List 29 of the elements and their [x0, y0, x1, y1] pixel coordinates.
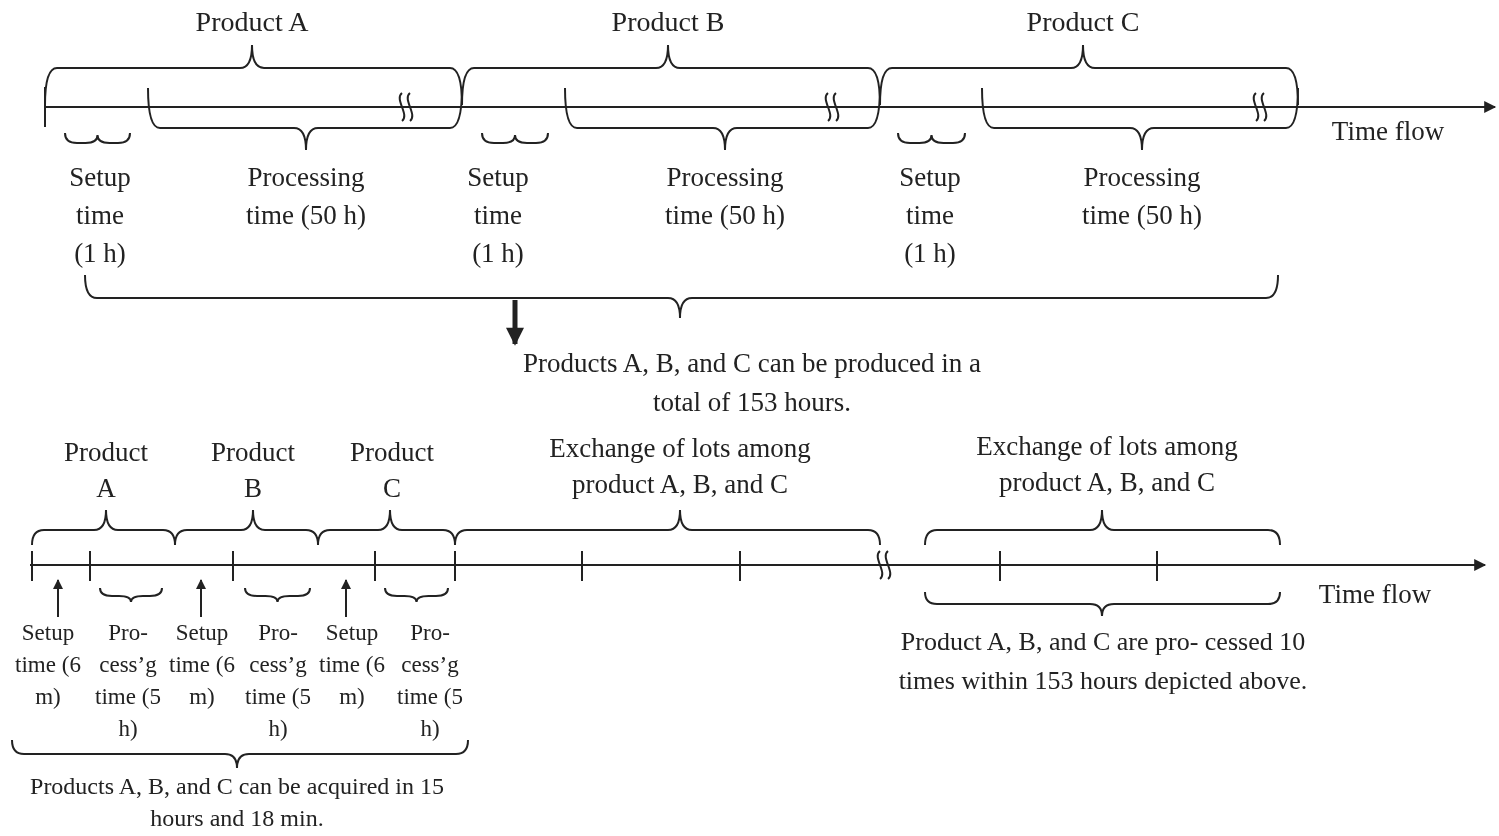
- lot-exchange-label: Exchange of lots among product A, B, and C: [975, 430, 1239, 499]
- note-text: Products A, B, and C can be produced in a total of 153 hours.: [512, 344, 992, 422]
- arrow: [506, 300, 524, 346]
- processing-time-label: Processing time (50 h): [1082, 161, 1202, 232]
- product-label: Product C: [349, 436, 435, 505]
- processing-time-label: Pro- cess’g time (5 h): [245, 619, 311, 743]
- setup-time-label: Setup time (6 m): [167, 617, 237, 713]
- arrow: [341, 579, 351, 618]
- axis-label: Time flow: [1330, 115, 1446, 148]
- product-label: Product B: [610, 5, 726, 39]
- setup-time-label: Setup time (6 m): [317, 617, 387, 713]
- arrow: [53, 579, 63, 618]
- product-label: Product A: [194, 5, 310, 39]
- note-text: Products A, B, and C can be acquired in 15 hours and 18 min.: [29, 772, 445, 833]
- processing-time-label: Processing time (50 h): [246, 161, 366, 232]
- processing-time-label: Pro- cess’g time (5 h): [397, 619, 463, 743]
- axis-label: Time flow: [1317, 578, 1433, 611]
- setup-time-label: Setup time (1 h): [466, 161, 530, 270]
- setup-time-label: Setup time (1 h): [898, 161, 962, 270]
- setup-time-label: Setup time (6 m): [10, 617, 86, 713]
- processing-time-label: Processing time (50 h): [665, 161, 785, 232]
- setup-time-label: Setup time (1 h): [68, 161, 132, 270]
- product-label: Product A: [63, 436, 149, 505]
- product-label: Product C: [1025, 5, 1141, 39]
- arrow: [196, 579, 206, 618]
- product-label: Product B: [210, 436, 296, 505]
- lot-exchange-label: Exchange of lots among product A, B, and C: [548, 432, 812, 501]
- processing-time-label: Pro- cess’g time (5 h): [95, 619, 161, 743]
- note-text: Product A, B, and C are pro- cessed 10 times within 153 hours depicted above.: [897, 626, 1309, 697]
